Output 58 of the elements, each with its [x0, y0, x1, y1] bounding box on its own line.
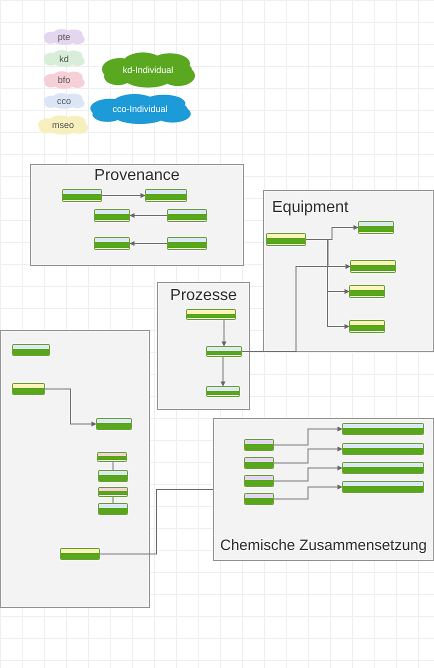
connector-arrow	[274, 484, 342, 500]
class-box	[348, 284, 384, 298]
group-title: Chemische Zusammensetzung	[219, 536, 428, 556]
class-box	[62, 188, 102, 202]
class-box	[60, 548, 100, 560]
class-box	[96, 452, 126, 462]
connector-arrow	[274, 466, 342, 482]
class-box	[144, 188, 186, 202]
connector-arrow	[130, 213, 168, 218]
connector-arrow	[130, 241, 168, 246]
cloud-label: mseo	[52, 120, 74, 130]
group-panel	[263, 190, 434, 352]
class-box	[348, 320, 384, 332]
class-box	[166, 208, 206, 222]
class-box	[244, 456, 274, 468]
class-box	[244, 492, 274, 504]
group-title: Prozesse	[169, 287, 238, 305]
connector-arrow	[222, 320, 226, 346]
class-box	[244, 474, 274, 486]
class-box	[206, 346, 242, 356]
cloud-label: kd-Individual	[122, 65, 174, 75]
connector-arrow	[274, 446, 342, 464]
connector-arrow	[102, 193, 146, 198]
class-box	[342, 442, 424, 454]
connector-arrow	[44, 388, 96, 426]
group-panel	[30, 164, 244, 266]
class-box	[266, 232, 306, 246]
class-box	[98, 470, 128, 482]
cloud-label: cco	[56, 96, 71, 106]
class-box	[186, 308, 236, 320]
group-panel	[157, 282, 250, 410]
class-box	[98, 486, 128, 496]
group-title: Equipment	[272, 199, 348, 217]
class-box	[96, 418, 132, 430]
connector-arrow	[242, 264, 350, 352]
class-box	[98, 502, 128, 514]
class-box	[244, 438, 274, 450]
cloud-label: cco-Individual	[112, 104, 168, 114]
class-box	[12, 344, 50, 356]
cloud-label: kd	[59, 54, 69, 64]
class-box	[94, 236, 130, 250]
connector-arrow	[220, 356, 226, 386]
class-box	[206, 386, 240, 396]
cloud-label: pte	[58, 32, 70, 42]
class-box	[12, 382, 44, 394]
class-box	[342, 462, 424, 474]
class-box	[342, 422, 424, 434]
group-panel	[213, 418, 434, 561]
class-box	[358, 220, 394, 234]
connector-arrow	[306, 239, 350, 329]
class-box	[350, 260, 396, 272]
connector-arrow	[274, 426, 342, 446]
group-title: Provenance	[93, 167, 181, 185]
group-panel	[0, 330, 150, 608]
class-box	[342, 480, 424, 492]
class-box	[94, 208, 130, 222]
cloud-label: bfo	[58, 75, 70, 85]
class-box	[166, 236, 206, 250]
